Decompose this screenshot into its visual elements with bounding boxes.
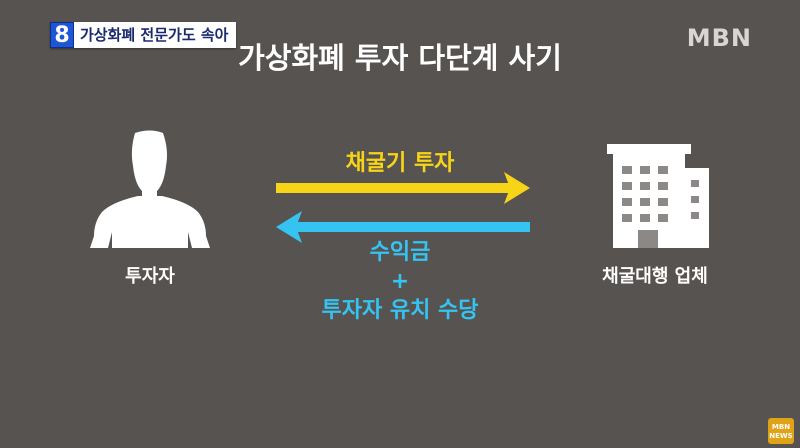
company-label: 채굴대행 업체: [602, 266, 708, 287]
office-building-icon: [607, 144, 709, 248]
backward-arrow: [276, 211, 530, 243]
news-badge: 8 가상화폐 전문가도 속아: [50, 22, 237, 48]
backward-label-line: 투자자 유치 수당: [321, 298, 479, 323]
news-badge-headline: 가상화폐 전문가도 속아: [74, 22, 237, 48]
watermark-logo: MBN NEWS: [768, 418, 794, 444]
person-silhouette-icon: [90, 130, 210, 248]
investor-label: 투자자: [125, 266, 175, 287]
forward-arrow-label: 채굴기 투자: [345, 151, 455, 176]
backward-label-line: +: [390, 269, 410, 294]
backward-arrow-label: 수익금 + 투자자 유치 수당: [290, 238, 510, 325]
backward-label-line: 수익금: [369, 240, 431, 265]
broadcaster-logo: MBN: [686, 24, 752, 52]
forward-arrow: [276, 172, 530, 204]
news-badge-number: 8: [50, 22, 74, 48]
diagram-title: 가상화폐 투자 다단계 사기: [238, 41, 562, 75]
